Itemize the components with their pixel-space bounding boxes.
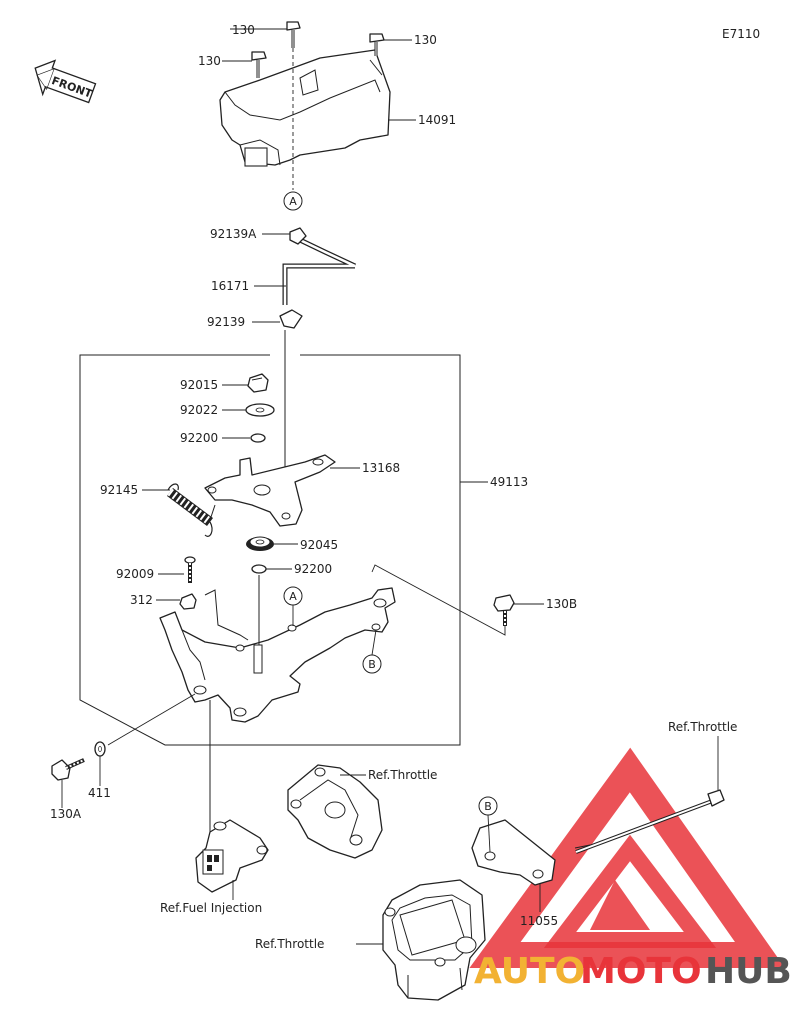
ref-throttle-bottom: Ref.Throttle: [255, 937, 324, 951]
lever-13168: [204, 454, 336, 527]
bolt-130-left: [251, 51, 267, 78]
watermark-text-auto: AUTO: [474, 951, 585, 992]
spring-92145: [167, 483, 216, 537]
label-13168: 13168: [362, 461, 400, 475]
clip-92139A: [289, 227, 307, 245]
label-14091: 14091: [418, 113, 456, 127]
label-49113: 49113: [490, 475, 528, 489]
ref-throttle-right: Ref.Throttle: [668, 720, 737, 734]
throttle-rod: [574, 789, 725, 854]
cover-14091: [219, 49, 391, 167]
rod-16171: [282, 237, 357, 305]
label-92045: 92045: [300, 538, 338, 552]
label-92009: 92009: [116, 567, 154, 581]
callout-b-mid: B: [368, 658, 376, 671]
assembly-bracket-49113: [79, 354, 461, 746]
bracket-11055: [471, 819, 556, 886]
diagram-code: E7110: [722, 27, 760, 41]
label-11055: 11055: [520, 914, 558, 928]
bolt-130-top: [286, 21, 301, 48]
front-arrow-icon: FRONT: [34, 59, 97, 104]
bolt-130B: [493, 594, 515, 626]
label-312: 312: [130, 593, 153, 607]
label-92200-top: 92200: [180, 431, 218, 445]
label-130B: 130B: [546, 597, 577, 611]
label-92139: 92139: [207, 315, 245, 329]
callout-a-top: A: [289, 195, 297, 208]
callout-b-right: B: [484, 800, 492, 813]
ref-fuel-injection: Ref.Fuel Injection: [160, 901, 262, 915]
watermark-text-hub: HUB: [705, 951, 792, 992]
washer-92200-bottom: [251, 564, 267, 574]
bolt-130A: [51, 758, 85, 781]
label-411: 411: [88, 786, 111, 800]
throttle-sensor: [195, 819, 269, 893]
label-92022: 92022: [180, 403, 218, 417]
label-130-top: 130: [232, 23, 255, 37]
ref-throttle-top: Ref.Throttle: [368, 768, 437, 782]
label-92145: 92145: [100, 483, 138, 497]
watermark-logo: AUTO MOTO HUB: [469, 747, 792, 992]
label-92015: 92015: [180, 378, 218, 392]
bolt-92009: [184, 556, 196, 583]
mount-bracket: [159, 587, 396, 723]
washer-92200-top: [250, 433, 266, 443]
label-130-right: 130: [414, 33, 437, 47]
nut-92015: [247, 373, 269, 393]
clip-92139: [279, 309, 303, 329]
label-92139A: 92139A: [210, 227, 257, 241]
nut-312: [179, 593, 197, 610]
label-16171: 16171: [211, 279, 249, 293]
label-130-left: 130: [198, 54, 221, 68]
bushing-92045: [246, 536, 274, 551]
throttle-body-bottom: [382, 879, 486, 1001]
watermark-text-moto: MOTO: [580, 951, 702, 992]
label-92200-bottom: 92200: [294, 562, 332, 576]
label-130A: 130A: [50, 807, 82, 821]
callout-a-mid: A: [289, 590, 297, 603]
throttle-body-top: [287, 764, 383, 859]
